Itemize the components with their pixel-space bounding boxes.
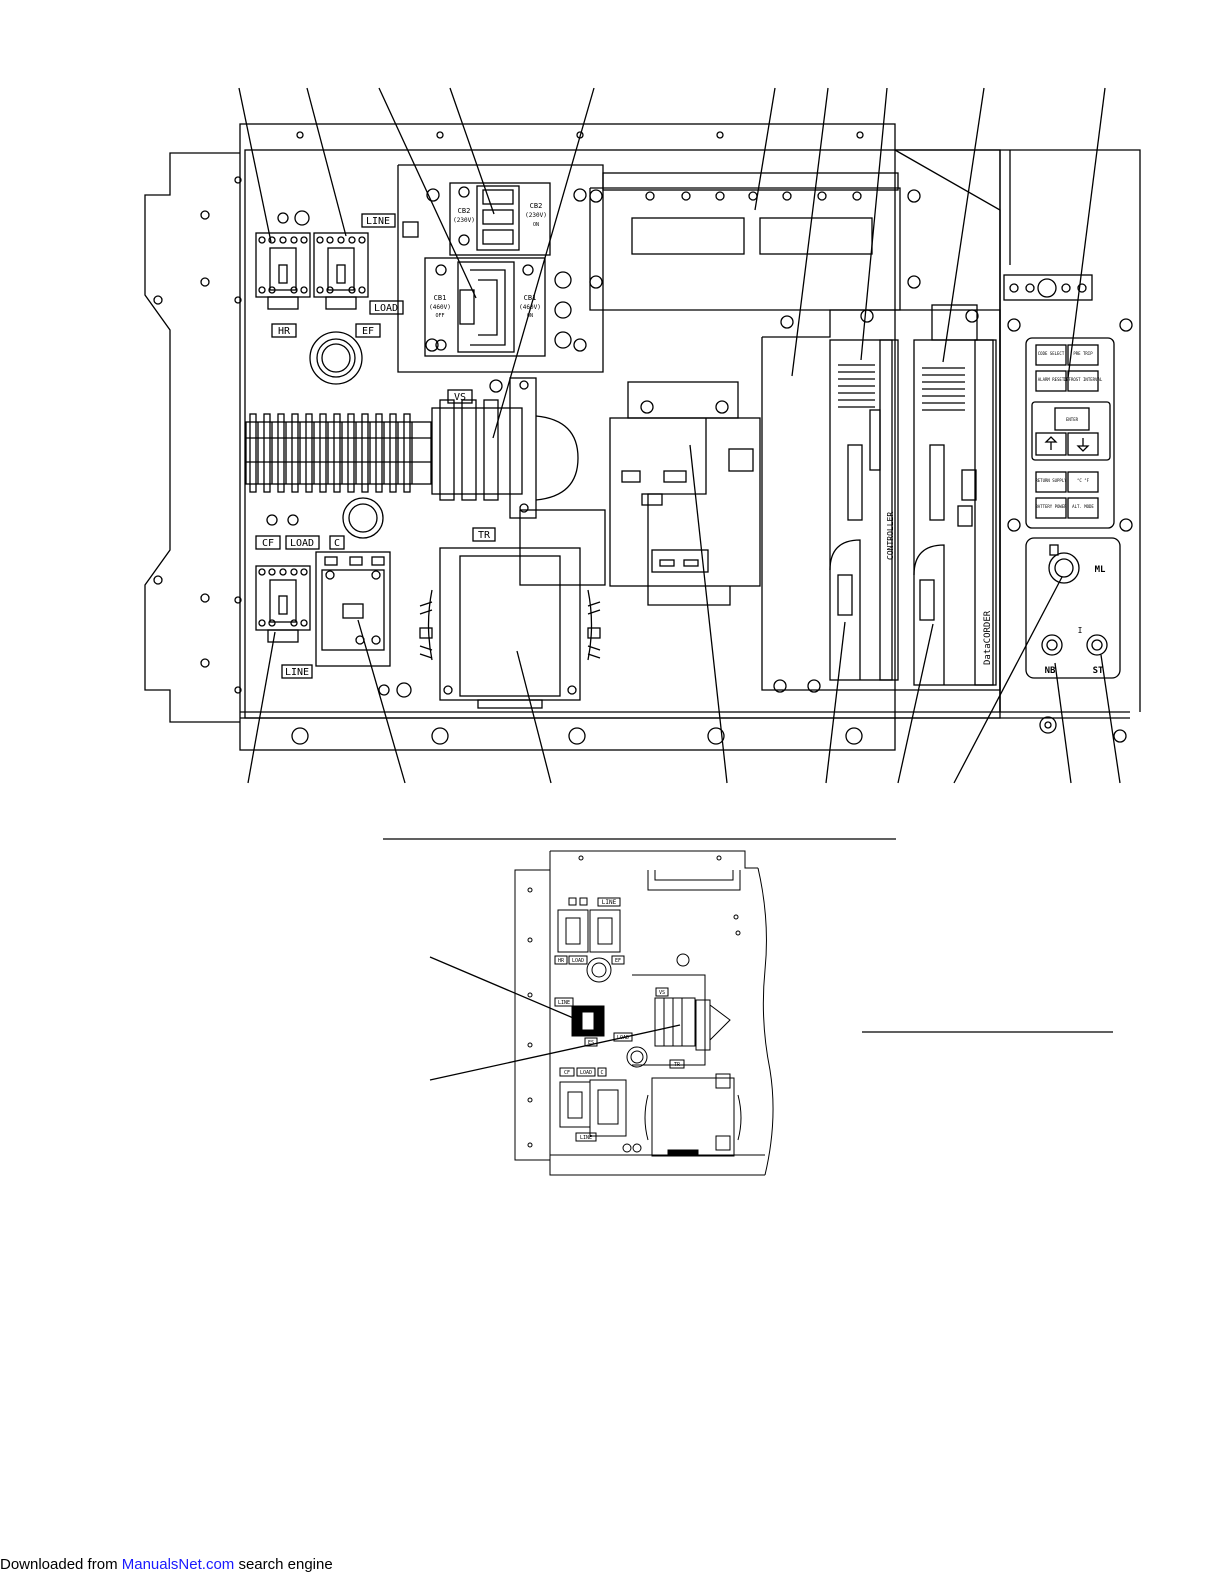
svg-text:ON: ON	[533, 222, 539, 228]
cable-gland-upper	[309, 331, 363, 385]
label-ef: EF	[362, 326, 374, 337]
label-line-top: LINE	[366, 216, 390, 227]
label-vs: VS	[454, 392, 466, 403]
cb2-label-right: CB2	[530, 202, 543, 210]
label-cf: CF	[262, 538, 274, 549]
transformer	[419, 547, 601, 709]
inset-label-c: C	[600, 1070, 603, 1076]
key-c-f: °C °F	[1077, 478, 1090, 483]
contactor-cf	[255, 565, 311, 643]
inset-label-line-top: LINE	[602, 899, 617, 906]
contactor-ef	[313, 232, 369, 310]
terminal-block-strip	[245, 413, 432, 493]
label-c: C	[334, 538, 340, 549]
svg-text:(230V): (230V)	[525, 212, 547, 219]
svg-text:(230V): (230V)	[453, 217, 475, 224]
speed-switch-module	[431, 377, 606, 586]
inset-label-line-mid: LINE	[558, 1000, 570, 1006]
contactor-hr	[255, 232, 311, 310]
power-module	[609, 381, 761, 606]
label-tr: TR	[478, 530, 491, 541]
inset-label-cf: CF	[564, 1070, 570, 1076]
cb1-label-left: CB1	[434, 294, 447, 302]
display-module	[589, 172, 921, 311]
svg-text:I: I	[1078, 626, 1083, 635]
cable-gland-lower	[342, 497, 384, 539]
label-st: ST	[1093, 666, 1104, 676]
inset-label-tr: TR	[674, 1062, 681, 1068]
key-defrost-interval: DEFROST INTERVAL	[1064, 377, 1103, 382]
inset-leaders	[429, 956, 1113, 1081]
contactor-c	[315, 551, 391, 667]
controller-label: CONTROLLER	[886, 512, 895, 560]
switch-panel: ML NB ST I	[1025, 537, 1121, 679]
footer: Downloaded from ManualsNet.com search en…	[0, 1556, 333, 1573]
key-alarm-reset: ALARM RESET	[1038, 377, 1065, 382]
callout-leaders-bottom	[247, 444, 1121, 784]
inset-label-line-low: LINE	[580, 1135, 592, 1141]
inset-label-hr: HR	[558, 958, 565, 964]
label-load-top: LOAD	[374, 303, 398, 314]
key-code-select: CODE SELECT	[1038, 351, 1065, 356]
manualsnet-link[interactable]: ManualsNet.com	[121, 1556, 235, 1573]
inset-label-ef: EF	[615, 958, 621, 964]
datacorder-module: DataCORDER	[913, 339, 997, 686]
footer-prefix: Downloaded from	[0, 1556, 122, 1573]
controller-module: CONTROLLER	[829, 339, 899, 681]
inset-label-load-top: LOAD	[572, 958, 584, 964]
label-load-lower: LOAD	[290, 538, 314, 549]
key-battery-power: BATTERY POWER	[1035, 504, 1067, 509]
cb2-label-left: CB2	[458, 207, 471, 215]
label-ml: ML	[1095, 565, 1106, 575]
key-return-supply: RETURN SUPPLY	[1035, 478, 1067, 483]
inset-control-box: LINE HR LOAD EF LINE ES LOAD VS CF LOAD …	[514, 850, 774, 1176]
label-line-lower: LINE	[285, 667, 309, 678]
key-pre-trip: PRE TRIP	[1073, 351, 1093, 356]
controller-housing	[761, 304, 1001, 693]
key-alt-mode: ALT. MODE	[1072, 504, 1094, 509]
svg-text:(460V): (460V)	[429, 304, 451, 311]
circuit-breaker-panel: CB2 (230V) CB2 (230V) ON CB1 (460V) OFF …	[397, 164, 604, 373]
label-nb: NB	[1045, 666, 1056, 676]
svg-text:ON: ON	[527, 313, 533, 319]
inset-label-load-low: LOAD	[580, 1070, 592, 1076]
key-enter: ENTER	[1066, 417, 1079, 422]
svg-text:OFF: OFF	[435, 313, 444, 319]
cb1-label-right: CB1	[524, 294, 537, 302]
datacorder-label: DataCORDER	[983, 610, 993, 665]
label-hr: HR	[278, 326, 291, 337]
callout-leaders-top	[238, 87, 1106, 439]
keypad-panel: CODE SELECT PRE TRIP ALARM RESET DEFROST…	[1003, 274, 1133, 532]
inset-label-es: ES	[588, 1040, 594, 1046]
footer-suffix: search engine	[234, 1556, 333, 1573]
inset-label-vs: VS	[659, 990, 665, 996]
